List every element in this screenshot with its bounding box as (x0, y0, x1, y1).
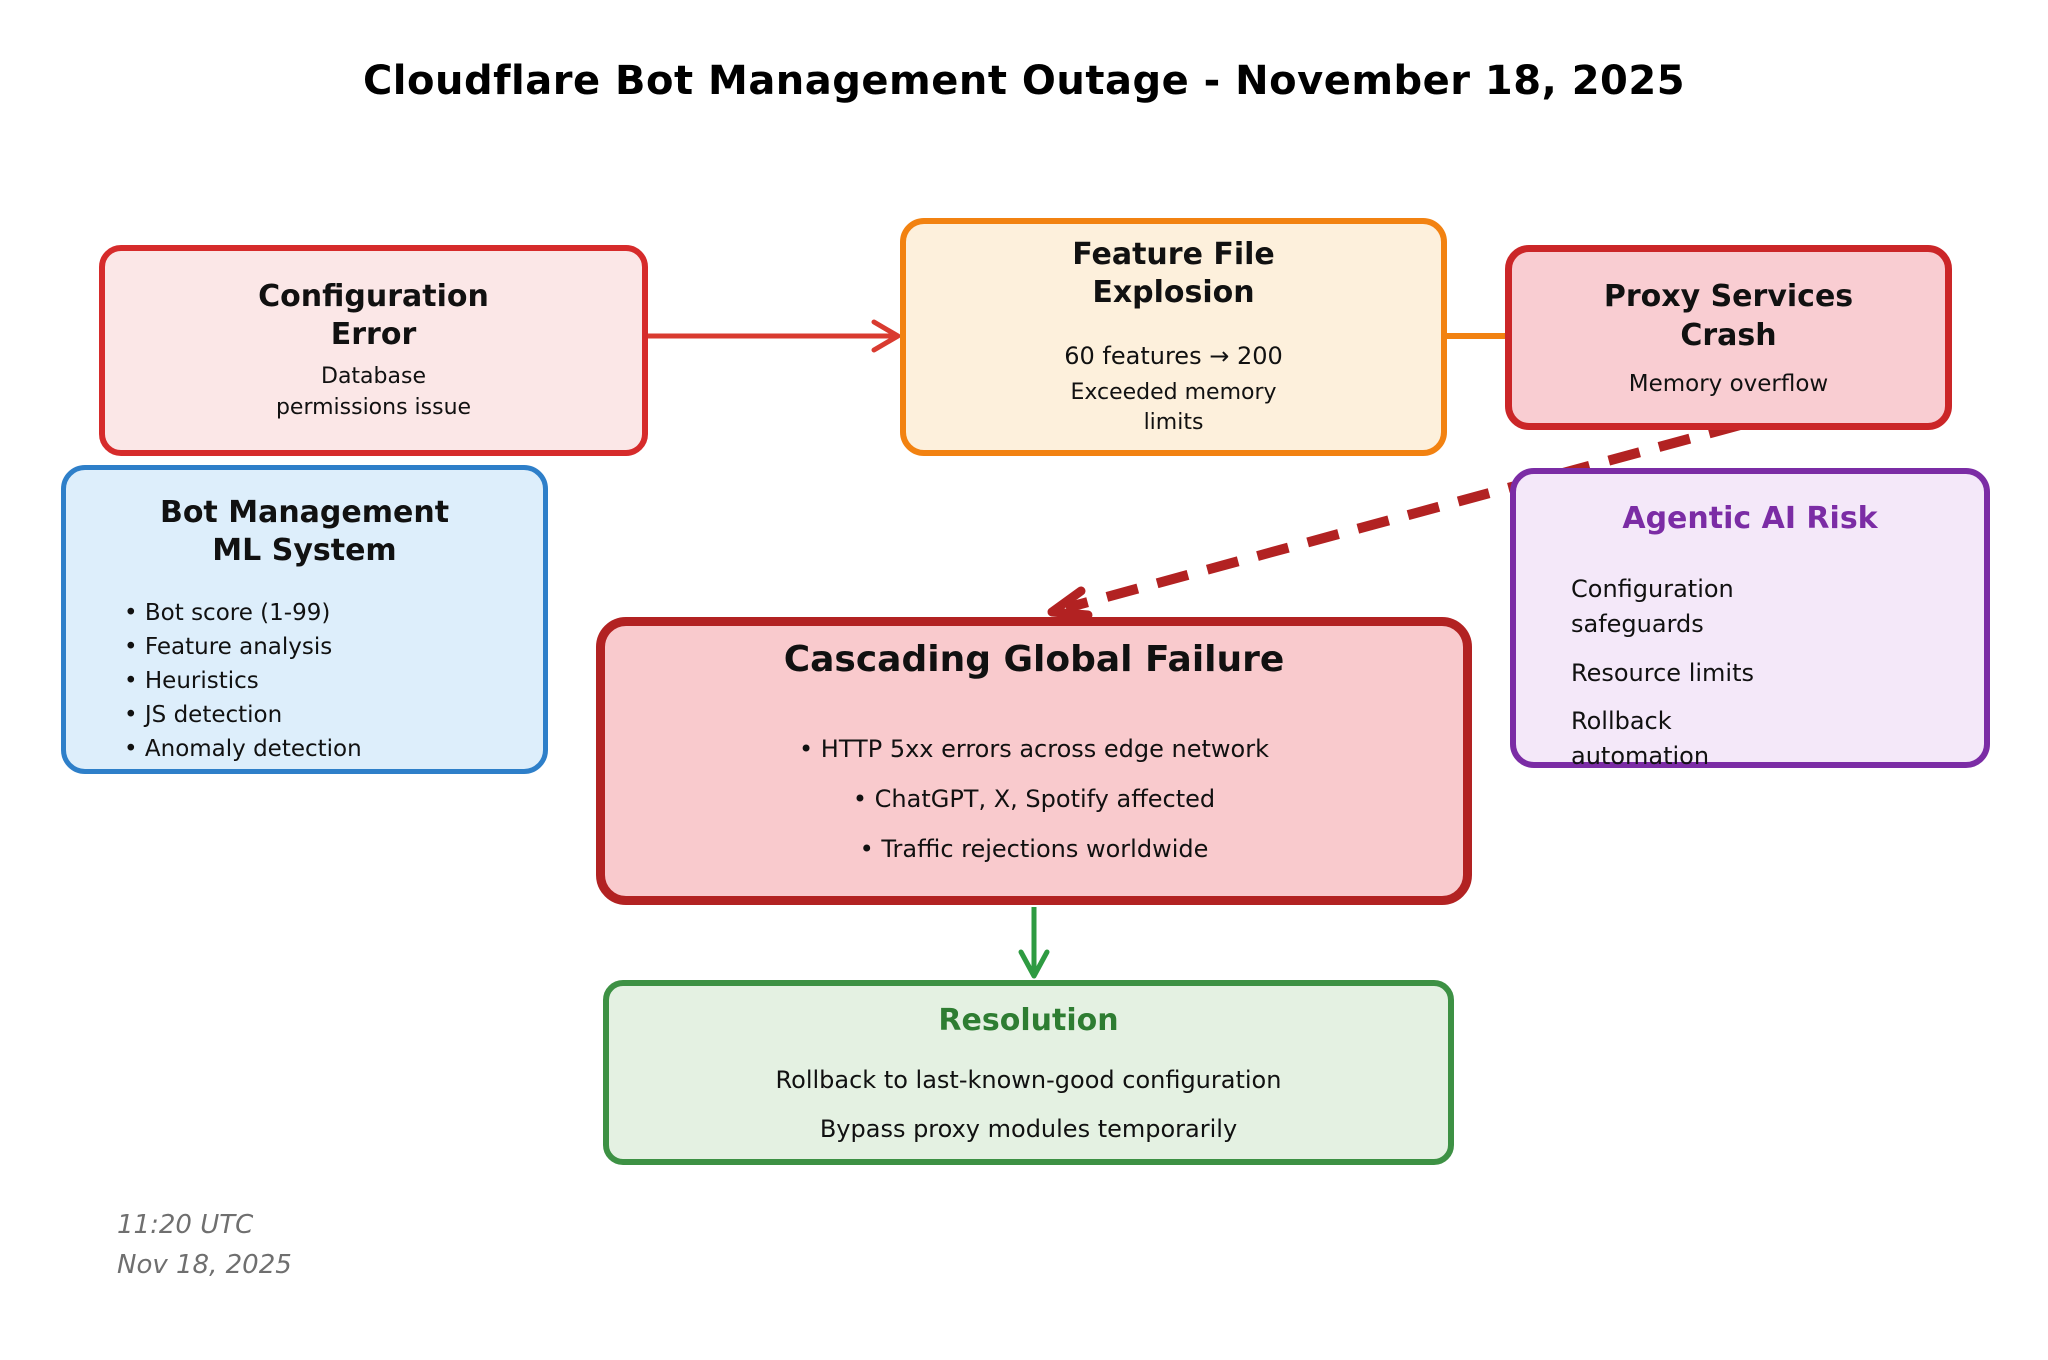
arrow-cascade-to-resolution (1018, 907, 1050, 979)
node-title-agentic-ai-risk: Agentic AI Risk (1622, 501, 1878, 536)
cascade-bullet: HTTP 5xx errors across edge network (799, 735, 1269, 763)
node-title-resolution: Resolution (938, 1002, 1119, 1038)
node-agentic-ai-risk: Agentic AI Risk Configuration safeguards… (1510, 468, 1990, 770)
cascade-bullet: ChatGPT, X, Spotify affected (799, 785, 1269, 813)
resolution-line: Rollback to last-known-good configuratio… (775, 1066, 1282, 1095)
node-body-proxy-services-crash: Memory overflow (1628, 370, 1829, 397)
node-bot-management-ml-system: Bot Management ML System Bot score (1-99… (61, 465, 548, 774)
node-title-proxy-services-crash: Proxy Services Crash (1603, 279, 1854, 353)
node-title-bot-management-ml-system: Bot Management ML System (159, 495, 450, 569)
timestamp-footer: 11:20 UTC Nov 18, 2025 (117, 1205, 292, 1286)
feature-memory-text: Exceeded memory limits (1070, 380, 1277, 436)
agentic-item: Configuration safeguards (1571, 575, 1734, 638)
bot-ml-bullet-list: Bot score (1-99) Feature analysis Heuris… (66, 592, 362, 770)
bot-ml-bullet: Feature analysis (124, 634, 362, 660)
node-title-feature-file-explosion: Feature File Explosion (1072, 237, 1275, 311)
node-resolution: Resolution Rollback to last-known-good c… (603, 980, 1454, 1165)
agentic-item: Resource limits (1571, 658, 1754, 687)
agentic-item-list: Configuration safeguards Resource limits… (1516, 572, 1754, 788)
node-feature-file-explosion: Feature File Explosion 60 features → 200… (900, 218, 1447, 456)
bot-ml-bullet: Anomaly detection (124, 736, 362, 762)
bot-ml-bullet: JS detection (124, 702, 362, 728)
bot-ml-bullet: Heuristics (124, 668, 362, 694)
cascade-bullet: Traffic rejections worldwide (799, 835, 1269, 863)
timestamp-time: 11:20 UTC (117, 1210, 254, 1240)
node-proxy-services-crash: Proxy Services Crash Memory overflow (1505, 245, 1952, 430)
agentic-item: Rollback automation (1571, 707, 1710, 771)
page-title: Cloudflare Bot Management Outage - Novem… (362, 58, 1686, 104)
feature-count-text: 60 features → 200 (1064, 342, 1283, 371)
node-body-configuration-error: Database permissions issue (275, 363, 472, 420)
node-configuration-error: Configuration Error Database permissions… (99, 245, 648, 456)
node-cascading-global-failure: Cascading Global Failure HTTP 5xx errors… (596, 617, 1472, 905)
resolution-line: Bypass proxy modules temporarily (819, 1115, 1238, 1144)
cascade-bullet-list: HTTP 5xx errors across edge network Chat… (799, 713, 1269, 885)
timestamp-date: Nov 18, 2025 (117, 1250, 292, 1281)
arrow-config-to-feature (645, 319, 901, 353)
arrow-proxy-to-cascade (1047, 420, 1742, 620)
node-title-cascading-global-failure: Cascading Global Failure (783, 639, 1285, 681)
bot-ml-bullet: Bot score (1-99) (124, 600, 362, 626)
node-title-configuration-error: Configuration Error (258, 278, 489, 352)
